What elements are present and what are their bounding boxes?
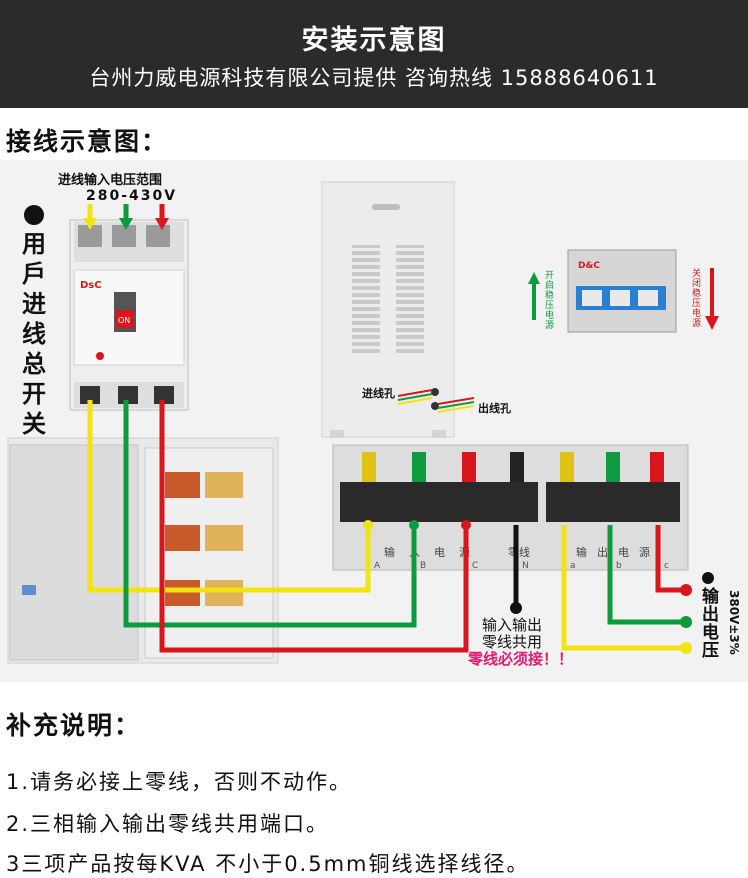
wires [87,400,682,653]
output-label-char: 压 [702,641,719,661]
output-voltage-value: 380V±3% [727,590,741,655]
wire-green-input [123,400,417,628]
switch-close-char: 源 [692,318,701,329]
input-voltage-range: 280-430V [86,188,177,204]
main-breaker: DsC ON [69,219,189,411]
wire-yellow-output [561,525,682,651]
switch-open-char: 开 [545,270,554,281]
switch-close-char: 关 [692,267,701,279]
note-item: 3三项产品按每KVA 不小于0.5mm铜线选择线径。 [6,852,530,876]
vertical-label-char: 开 [22,380,46,408]
output-label-char: 出 [702,604,719,625]
wiring-section-title: 接线示意图： [6,127,169,156]
switch-close-char: 电 [692,307,701,319]
stabilizer-switch: D&C [567,249,677,333]
terminal-letter: B [420,561,426,571]
neutral-warning: 零线必须接！！ [467,650,573,668]
vertical-label-char: 用 [22,230,46,258]
supplement-section-title: 补充说明： [6,711,142,740]
terminal-letter: c [664,561,669,571]
breaker-on-label: ON [118,316,130,325]
bullet-dot-icon [24,205,44,225]
vertical-label-char: 总 [22,350,46,378]
terminal-output-label: 输出电源 [576,545,660,559]
company-hotline: 台州力威电源科技有限公司提供 咨询热线 15888640611 [89,66,659,90]
outlet-hole-label: 出线孔 [478,401,511,415]
switch-brand: D&C [578,261,600,271]
note-item: 2.三相输入输出零线共用端口。 [6,812,330,836]
breaker-brand: DsC [80,280,102,291]
page-title: 安装示意图 [301,25,447,56]
terminal-letter: b [616,561,622,571]
neutral-note-line2: 零线共用 [482,633,542,651]
neutral-note-line1: 输入输出 [482,616,542,634]
terminal-input-label: 输入电源 [384,545,484,559]
terminal-letter: N [522,561,529,571]
terminal-letter: C [472,561,478,571]
vertical-label-char: 进 [22,290,46,318]
terminal-block [332,444,689,571]
switch-open-char: 压 [545,300,554,311]
terminal-letter: A [374,561,381,571]
input-voltage-label: 进线输入电压范围 [58,172,162,188]
stabilizer-open-cabinet [7,437,279,664]
note-item: 1.请务必接上零线，否则不动作。 [6,770,353,794]
wire-yellow-input [87,400,371,593]
wire-red-input [159,400,469,653]
vertical-label-char: 关 [22,410,46,438]
switch-close-char: 闭 [692,277,701,289]
switch-open-char: 启 [545,279,554,291]
output-label-char: 输 [702,586,720,607]
header-banner: 安装示意图 台州力威电源科技有限公司提供 咨询热线 15888640611 [0,0,748,108]
switch-close-char: 压 [692,298,701,309]
vertical-label-char: 线 [22,320,46,348]
terminal-letter: a [570,561,576,571]
switch-open-char: 电 [545,309,554,321]
switch-open-char: 稳 [545,289,554,301]
vertical-label-char: 戶 [22,260,46,288]
wire-red-output [655,525,682,593]
switch-open-char: 源 [545,320,554,331]
wire-green-output [607,525,682,625]
inlet-hole-label: 进线孔 [362,386,395,400]
switch-close-char: 稳 [692,287,701,299]
output-label-char: 电 [702,622,719,643]
terminal-zero-label: 零线 [508,545,530,559]
